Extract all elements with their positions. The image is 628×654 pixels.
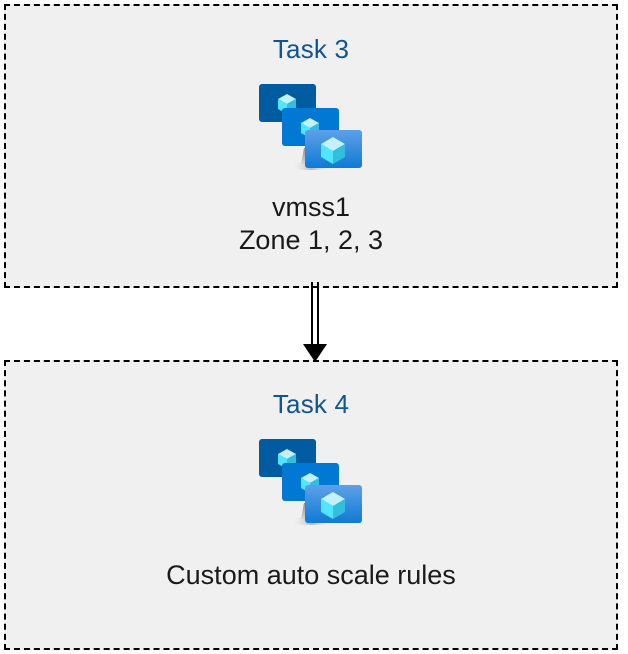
connector-arrow-task3-to-task4 xyxy=(303,282,327,362)
vm-scale-set-icon xyxy=(259,439,362,525)
task4-title: Task 4 xyxy=(272,389,350,419)
task-box-task3[interactable]: Task 3 xyxy=(4,4,618,288)
vm-scale-set-icon xyxy=(259,84,362,170)
task-box-task4[interactable]: Task 4 xyxy=(4,360,618,650)
task4-captions: Custom auto scale rules xyxy=(166,559,456,592)
task3-caption-line-1: vmss1 xyxy=(271,192,350,222)
task3-captions: vmss1 Zone 1, 2, 3 xyxy=(239,191,383,257)
task3-caption-line-2: Zone 1, 2, 3 xyxy=(238,225,384,255)
task4-icon-wrap xyxy=(254,433,368,533)
task4-caption-line-1: Custom auto scale rules xyxy=(166,560,456,590)
task3-title: Task 3 xyxy=(272,34,350,64)
task3-icon-wrap xyxy=(254,78,368,178)
